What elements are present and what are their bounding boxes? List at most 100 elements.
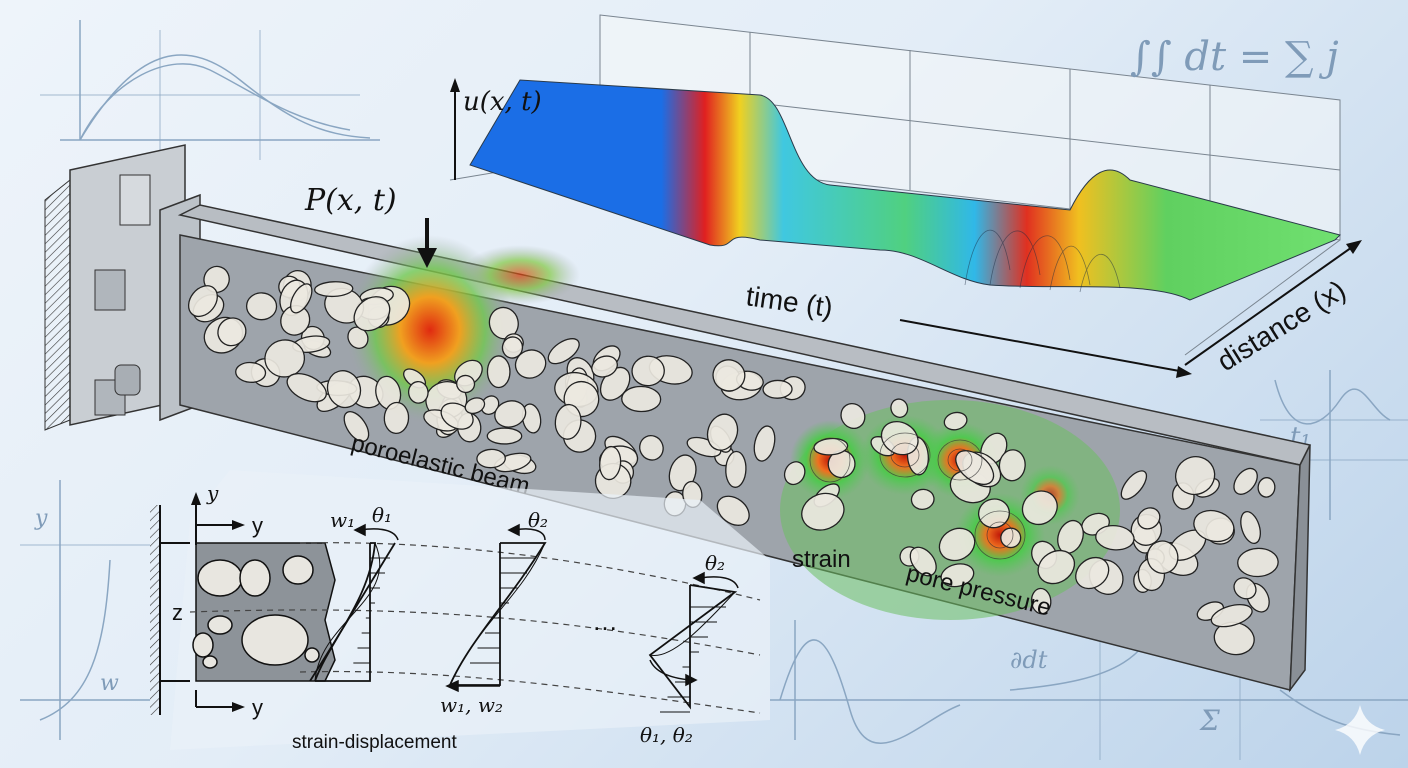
axis-y-bottom: y	[252, 695, 263, 720]
pore	[1030, 587, 1052, 615]
pore	[1000, 527, 1022, 549]
profile-2	[449, 542, 547, 686]
background-formula: ∫∫ dt = ∑ j	[1130, 34, 1339, 80]
beam-end-face	[1289, 444, 1311, 693]
distance-axis-label: distance (x)	[1212, 274, 1351, 377]
pore	[938, 527, 976, 562]
pore	[1120, 470, 1148, 500]
bolt-icon	[94, 269, 126, 311]
pore	[1210, 603, 1253, 628]
pore	[514, 349, 547, 379]
u-axis-label: u(x, t)	[463, 87, 542, 117]
pore	[909, 546, 937, 577]
pore	[1193, 509, 1235, 543]
pore	[1137, 507, 1161, 530]
pore	[1233, 467, 1258, 495]
background-graph-top-left	[40, 20, 380, 160]
pore	[801, 492, 845, 531]
pore	[910, 488, 935, 511]
pore	[1233, 577, 1257, 600]
label-w1-w2: w₁, w₂	[440, 693, 503, 717]
pores	[187, 265, 1279, 656]
pore	[245, 292, 278, 321]
pore	[464, 397, 486, 415]
pore	[943, 411, 968, 431]
pore	[347, 326, 369, 349]
pore	[1021, 490, 1058, 526]
pore	[890, 398, 909, 418]
sparkle-icon	[1335, 705, 1385, 755]
pore	[476, 448, 506, 469]
pore	[783, 461, 806, 486]
contour-lines	[809, 432, 1026, 560]
background-graph-right	[1260, 370, 1408, 520]
background-y: y	[34, 506, 48, 531]
pore	[1095, 525, 1135, 551]
pore	[187, 285, 218, 318]
pore	[813, 437, 849, 456]
distance-axis	[1184, 244, 1356, 366]
pore	[639, 435, 664, 461]
pore	[1237, 547, 1279, 578]
strain-displacement-inset: y y y z w₁ θ₁ θ₂ θ₂ w₁, w₂ θ₁, θ₂ …	[150, 470, 770, 753]
wall-clamp	[44, 144, 201, 431]
pore	[501, 336, 524, 359]
pore	[286, 372, 327, 403]
axis-z: z	[172, 600, 183, 625]
wave-contours	[964, 229, 1121, 293]
background-sigma: Σ	[1199, 704, 1220, 737]
pore	[547, 338, 580, 365]
profile-1	[309, 542, 396, 682]
background-partial: ∂dt	[1010, 646, 1048, 674]
pore	[955, 450, 995, 486]
pore	[591, 355, 618, 378]
dashed-lines	[189, 542, 761, 714]
pore	[706, 413, 739, 451]
pore	[1037, 549, 1076, 585]
pore	[486, 427, 523, 445]
pore	[599, 445, 622, 481]
pore	[456, 374, 476, 394]
wave-plot: u(x, t) time (t) distance (x)	[449, 14, 1362, 378]
pore	[290, 283, 313, 314]
pore	[383, 401, 410, 435]
pore	[716, 495, 750, 526]
pore	[313, 281, 354, 298]
pore	[977, 498, 1010, 529]
pore	[1257, 477, 1276, 498]
ellipsis: …	[592, 606, 618, 636]
pore	[762, 379, 793, 399]
pore	[554, 403, 582, 440]
pore	[217, 317, 247, 347]
pore	[753, 425, 776, 462]
pore	[1146, 540, 1179, 574]
label-theta2-a: θ₂	[528, 508, 548, 532]
pore	[940, 563, 975, 588]
background-w: w	[100, 671, 119, 696]
label-theta2-b: θ₂	[705, 551, 725, 575]
wave-surface	[469, 79, 1341, 301]
background-graph-bottom-left	[20, 480, 150, 740]
pore	[712, 359, 746, 392]
time-axis-label: time (t)	[744, 280, 835, 323]
label-w1: w₁	[330, 508, 355, 532]
pore	[725, 450, 747, 488]
profile-3	[648, 584, 738, 710]
axis-y-top: y	[206, 481, 219, 505]
pore	[235, 361, 267, 383]
pore	[840, 402, 866, 430]
pore	[1240, 510, 1261, 545]
pore	[1175, 456, 1216, 496]
pore	[631, 355, 665, 387]
pore	[998, 449, 1026, 482]
poroelastic-beam	[177, 204, 1312, 693]
load-label: P(x, t)	[304, 183, 397, 218]
pore	[326, 370, 362, 409]
u-axis-arrow	[450, 78, 460, 92]
axis-y-mid: y	[252, 513, 263, 538]
time-axis	[899, 319, 1186, 373]
label-theta1: θ₁	[372, 503, 392, 527]
pore	[343, 411, 370, 443]
pore	[1075, 556, 1110, 590]
